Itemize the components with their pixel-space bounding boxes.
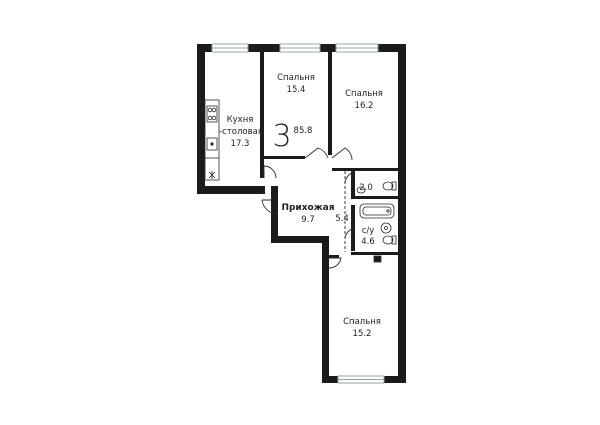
wc-fixtures: [356, 181, 397, 194]
bedroom-right-area: 16.2: [355, 101, 374, 111]
bathroom-area: 4.6: [361, 237, 375, 247]
bathroom-name: с/у: [362, 226, 375, 236]
room-count: 3: [272, 119, 291, 154]
kitchen-label: Кухня -столовая 17.3: [219, 115, 263, 149]
hallway-area: 9.7: [301, 215, 315, 225]
hallway-name: Прихожая: [281, 203, 334, 213]
kitchen-area: 17.3: [231, 139, 250, 149]
hallway-label: Прихожая 9.7: [281, 203, 334, 225]
bathroom-fixtures: [359, 203, 397, 263]
corridor-area: 5.4: [335, 214, 349, 224]
room-count-badge: 3 85.8: [272, 119, 312, 154]
bedroom-top-name: Спальня: [277, 73, 315, 83]
interior-walls: [260, 52, 398, 258]
kitchen-name-line1: Кухня: [227, 115, 254, 125]
kitchen-name-line2: -столовая: [219, 127, 263, 137]
doors: [261, 147, 356, 269]
bathroom-label: с/у 4.6: [361, 226, 375, 247]
bedroom-top-area: 15.4: [287, 85, 306, 95]
bedroom-bottom-name: Спальня: [343, 317, 381, 327]
bedroom-top-label: Спальня 15.4: [277, 73, 315, 95]
total-area: 85.8: [294, 126, 313, 136]
kitchen-counter: [204, 99, 220, 181]
bedroom-bottom-label: Спальня 15.2: [343, 317, 381, 339]
bedroom-bottom-area: 15.2: [353, 329, 372, 339]
wc-area: 2.0: [359, 183, 373, 193]
windows: [211, 43, 385, 384]
bedroom-right-name: Спальня: [345, 89, 383, 99]
bedroom-right-label: Спальня 16.2: [345, 89, 383, 111]
